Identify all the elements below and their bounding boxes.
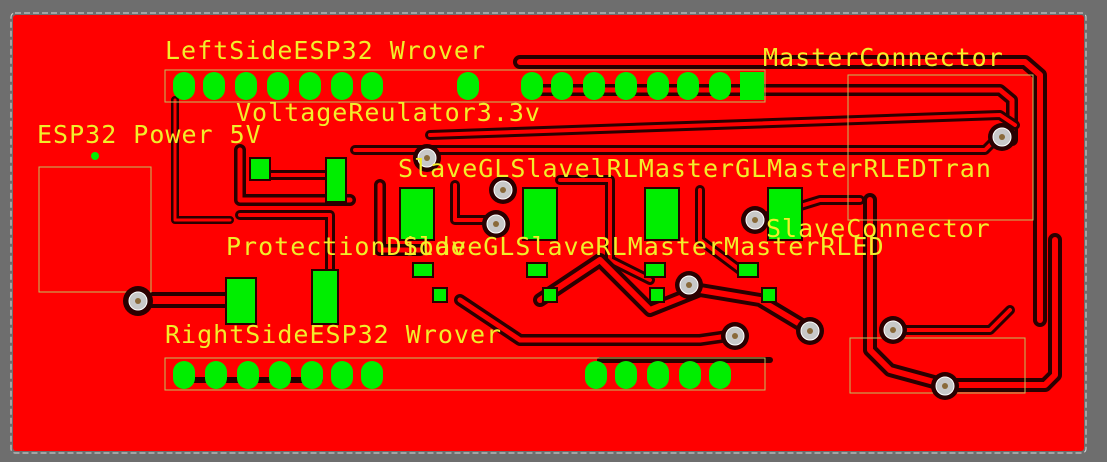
- protection-diode-label: ProtectionDiode: [226, 232, 467, 261]
- master-connector-label: MasterConnector: [763, 43, 1004, 72]
- vias: [123, 123, 1016, 400]
- esp32-power-label: ESP32 Power 5V: [37, 120, 262, 149]
- right-header-label: RightSideESP32 Wrover: [165, 320, 503, 349]
- slave-connector-label: SlaveConnector: [766, 214, 991, 243]
- slave-top-label: SlaveGLSlavelRLMasterGLMasterRLEDTran: [398, 154, 992, 183]
- left-header-label: LeftSideESP32 Wrover: [165, 36, 487, 65]
- bottom-header-pads: [173, 361, 731, 389]
- top-header-pads: [173, 72, 764, 100]
- smd-pads: [225, 157, 803, 325]
- slave-bottom-label: SlaveGLSlaveRLMasterMasterRLED: [403, 232, 885, 261]
- voltage-regulator-label: VoltageReulator3.3v: [236, 98, 541, 127]
- board-outline: [10, 12, 1087, 454]
- power-pin-marker: [91, 152, 99, 160]
